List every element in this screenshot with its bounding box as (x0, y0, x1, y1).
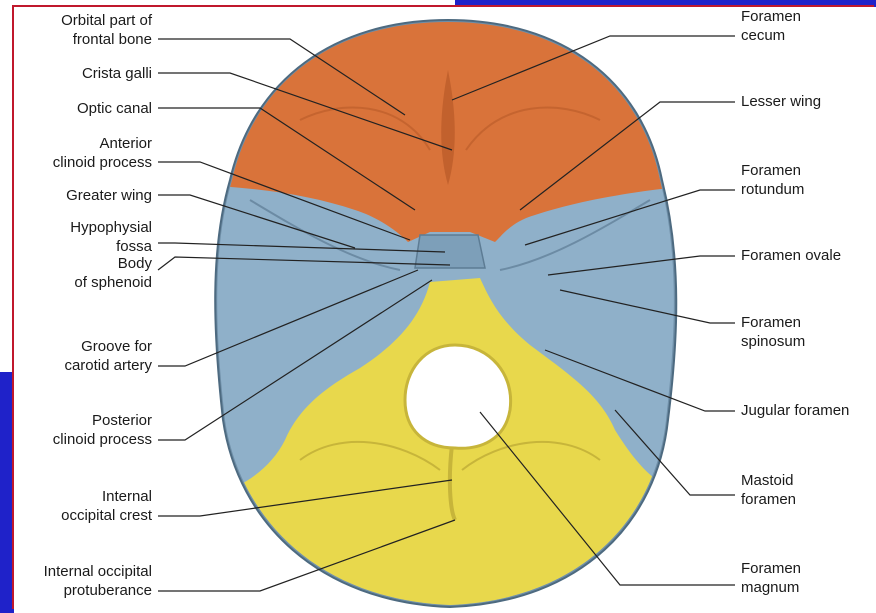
label-jugular-foramen: Jugular foramen (741, 401, 873, 420)
label-foramen-spinosum: Foramen spinosum (741, 313, 871, 351)
label-foramen-rotundum: Foramen rotundum (741, 161, 871, 199)
label-occipital-crest: Internal occipital crest (20, 487, 152, 525)
label-body-sphenoid: Body of sphenoid (20, 254, 152, 292)
label-lesser-wing: Lesser wing (741, 92, 871, 111)
label-hypophysial-fossa: Hypophysial fossa (20, 218, 152, 256)
label-foramen-ovale: Foramen ovale (741, 246, 871, 265)
label-groove-carotid: Groove for carotid artery (20, 337, 152, 375)
label-orbital-part: Orbital part of frontal bone (20, 11, 152, 49)
label-foramen-cecum: Foramen cecum (741, 7, 871, 45)
label-posterior-clinoid: Posterior clinoid process (20, 411, 152, 449)
label-mastoid-foramen: Mastoid foramen (741, 471, 871, 509)
label-crista-galli: Crista galli (20, 64, 152, 83)
label-optic-canal: Optic canal (20, 99, 152, 118)
label-greater-wing: Greater wing (20, 186, 152, 205)
foramen-magnum-opening (405, 345, 511, 448)
label-occipital-protuberance: Internal occipital protuberance (14, 562, 152, 600)
label-anterior-clinoid: Anterior clinoid process (20, 134, 152, 172)
label-foramen-magnum: Foramen magnum (741, 559, 871, 597)
